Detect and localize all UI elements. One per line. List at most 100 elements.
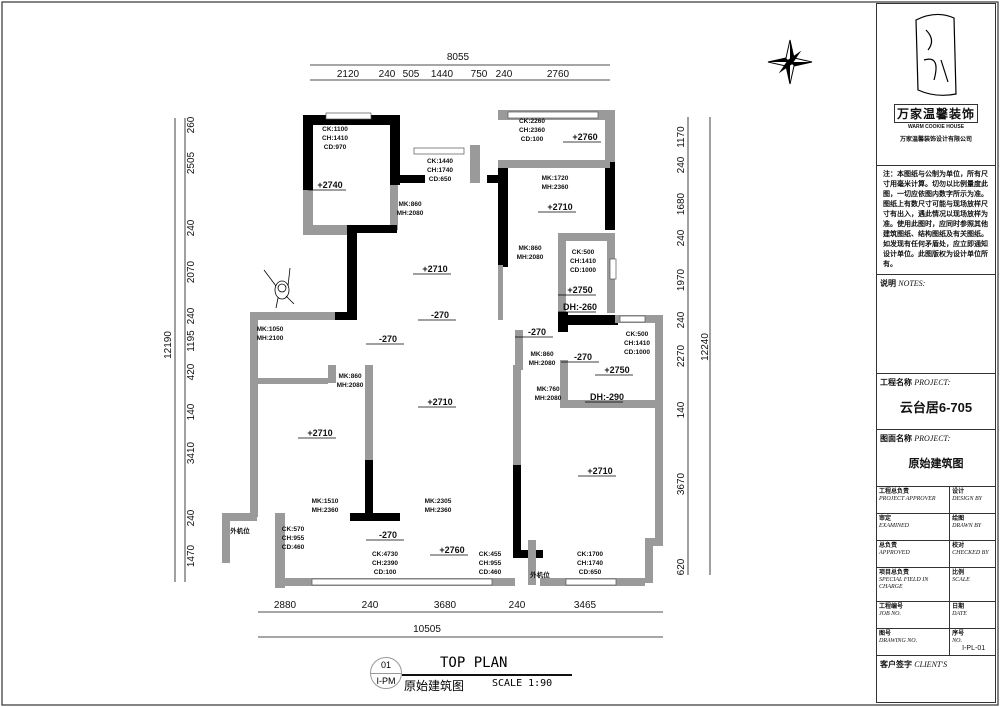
dim-top-segment: 750 (471, 69, 488, 80)
wall (515, 330, 523, 370)
company-logo: 万家温馨装饰 WARM COOKIE HOUSE 万家温馨装饰设计有限公司 (877, 4, 995, 166)
opening-spec: CK:570 (282, 526, 305, 533)
opening-spec: CK:2260 (519, 118, 545, 125)
field-label-cn: 项目总负责 (879, 570, 910, 576)
dim-top-segment: 240 (379, 69, 396, 80)
field-label-en: DESIGN BY (952, 496, 982, 502)
wall (560, 400, 655, 408)
dim-bottom-segment: 2880 (274, 600, 297, 611)
field-label-cn: 图号 (879, 631, 892, 637)
wall (487, 175, 502, 183)
plan-title-text: TOP PLAN (440, 655, 508, 671)
opening-spec: CD:650 (429, 176, 452, 183)
ac-unit-label: 外机位 (530, 570, 550, 579)
logo-mark-icon (915, 13, 957, 96)
wall (498, 162, 508, 267)
opening-spec: CH:1410 (624, 340, 650, 347)
dim-right-segment: 1680 (676, 192, 687, 215)
window (565, 578, 617, 586)
field-label-en: DATE (952, 611, 967, 617)
dim-bottom-total: 10505 (413, 624, 441, 635)
elevation-mark: +2750 (567, 285, 592, 295)
opening-spec: MH:2360 (425, 507, 452, 514)
wall (470, 145, 480, 183)
wall (303, 115, 393, 125)
field-label-en: DRAWING NO. (879, 638, 918, 644)
elevation-mark: -270 (379, 334, 397, 344)
opening-spec: CK:4730 (372, 551, 398, 558)
wall (528, 540, 536, 585)
opening-spec: CK:500 (626, 331, 649, 338)
dim-right-total: 12240 (700, 333, 711, 361)
wall (250, 312, 258, 517)
wall (303, 115, 313, 190)
opening-spec: CH:1740 (427, 167, 453, 174)
wall (558, 315, 618, 325)
drawing-section: 图面名称 PROJECT: 原始建筑图 (877, 430, 995, 487)
wall (605, 110, 615, 170)
elevation-mark: -270 (431, 310, 449, 320)
dim-top-segment: 505 (403, 69, 420, 80)
elevation-mark: +2710 (422, 264, 447, 274)
opening-spec: MH:2080 (529, 360, 556, 367)
opening-spec: MK:1510 (312, 498, 339, 505)
field-label-cn: 比例 (952, 570, 965, 576)
elevation-mark: +2760 (572, 132, 597, 142)
opening-spec: MK:860 (530, 351, 554, 358)
opening-spec: CK:1100 (322, 126, 348, 133)
wall (347, 225, 397, 233)
dim-left-segment: 240 (186, 219, 197, 236)
wall (498, 265, 503, 320)
field-label-en: DRAWN BY (952, 523, 982, 529)
dim-left-segment: 2070 (186, 260, 197, 283)
dim-top-segment: 1440 (431, 69, 454, 80)
dim-left-segment: 140 (186, 403, 197, 420)
opening-spec: MK:860 (338, 373, 362, 380)
title-underline (402, 674, 572, 676)
dim-top-segment: 2760 (547, 69, 570, 80)
opening-spec: CH:2360 (519, 127, 545, 134)
opening-spec: CK:455 (479, 551, 502, 558)
wall (560, 360, 568, 405)
project-label-en: PROJECT: (914, 378, 951, 387)
wall (303, 190, 313, 230)
elevation-mark: +2710 (427, 397, 452, 407)
opening-spec: MK:2305 (425, 498, 452, 505)
dim-right-segment: 240 (676, 229, 687, 246)
notes-section: 说明 NOTES: (877, 275, 995, 374)
dim-left-segment: 3410 (186, 441, 197, 464)
field-label-cn: 工程总负责 (879, 489, 910, 495)
notes-label: 说明 (880, 279, 896, 288)
company-en: WARM COOKIE HOUSE (907, 124, 965, 130)
field-label-en: PROJECT APPROVER (879, 496, 936, 502)
opening-spec: CH:1410 (570, 258, 596, 265)
plan-subtitle: 原始建筑图 (404, 679, 465, 693)
opening-spec: MH:2080 (337, 382, 364, 389)
opening-spec: MH:2080 (397, 210, 424, 217)
opening-spec: CK:500 (572, 249, 595, 256)
opening-spec: MK:760 (536, 386, 560, 393)
wall (335, 312, 350, 320)
wall (655, 315, 663, 545)
field-label-cn: 审定 (879, 516, 892, 522)
field-label-cn: 绘图 (952, 516, 965, 522)
opening-spec: CH:955 (479, 560, 502, 567)
wall (347, 225, 357, 320)
wall (605, 162, 615, 230)
drawing-label-en: PROJECT: (914, 434, 951, 443)
ac-unit-label: 外机位 (230, 526, 250, 535)
wall (365, 365, 373, 460)
opening-spec: CK:1440 (427, 158, 453, 165)
opening-spec: CD:970 (324, 144, 347, 151)
dim-left-segment: 1195 (186, 330, 197, 352)
opening-spec: MH:2100 (257, 335, 284, 342)
field-label-en: SPECIAL FIELD IN CHARGE (879, 577, 929, 590)
drawing-name: 原始建筑图 (908, 458, 964, 470)
elevation-mark: +2710 (307, 428, 332, 438)
wall (250, 312, 340, 320)
